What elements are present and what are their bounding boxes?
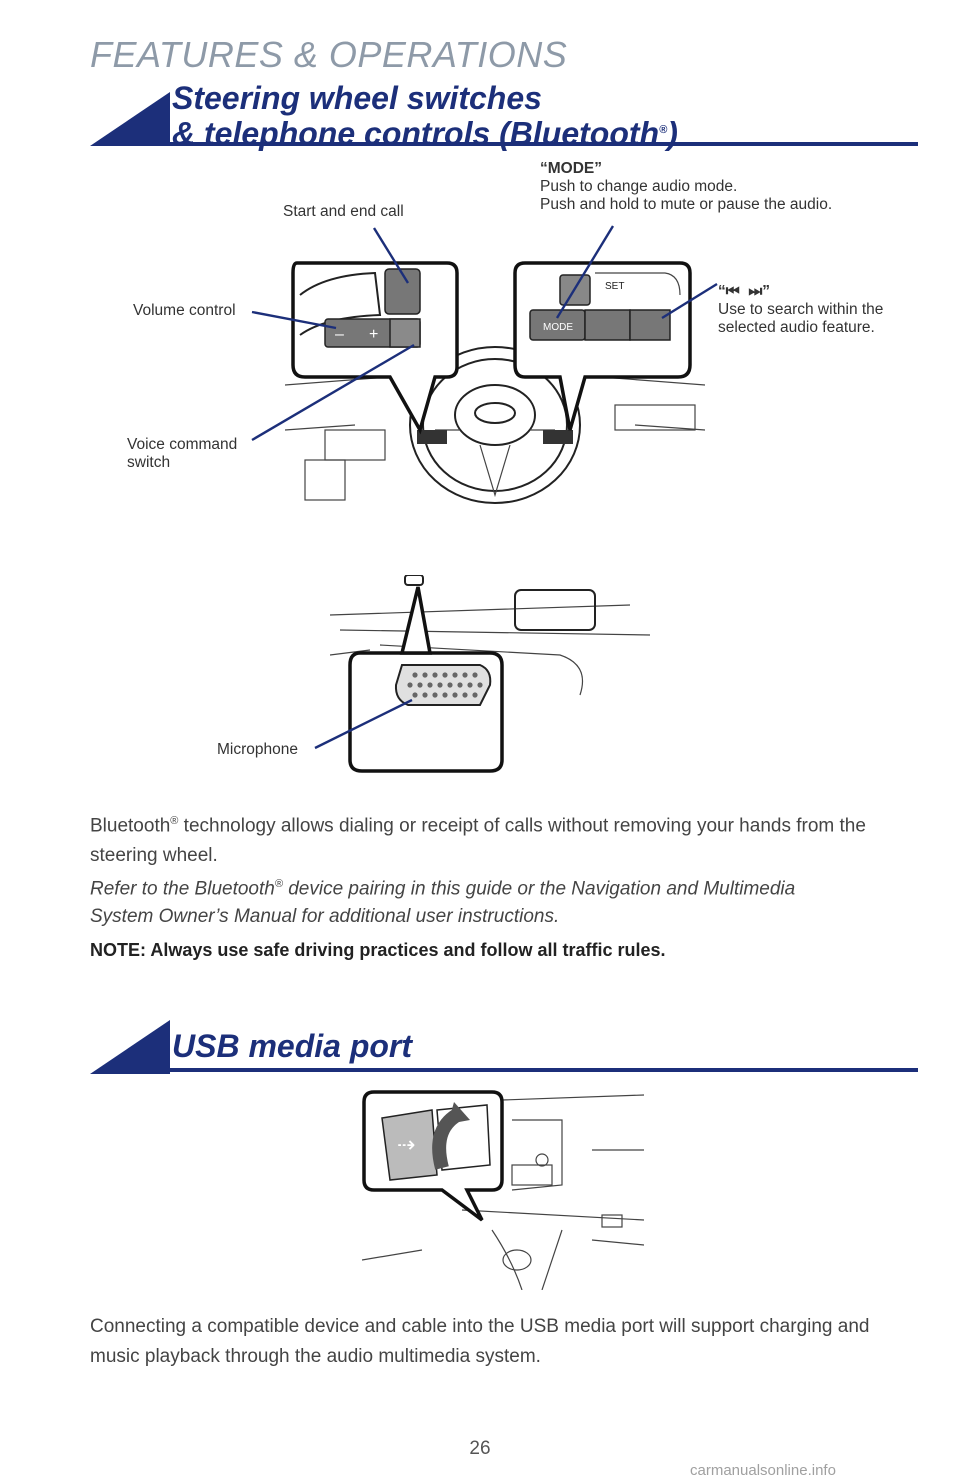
volume-control-callout: Volume control [133,302,236,319]
microphone-illustration [330,575,651,773]
heading-rule-steering [150,142,918,146]
seek-callout-line2: selected audio feature. [718,319,875,336]
seek-back-icon: ⏮ [725,283,740,300]
seek-callout-line1: Use to search within the [718,301,884,318]
bluetooth-paragraph: Bluetooth® technology allows dialing or … [90,815,866,867]
usb-port-illustration: ⇢ [362,1090,644,1290]
mode-callout: “MODE” Push to change audio mode. Push a… [540,160,900,214]
voice-command-line1: Voice command [127,436,238,453]
page-number: 26 [469,1438,491,1459]
mode-callout-line2: Push and hold to mute or pause the audio… [540,196,833,213]
mode-switch-label: MODE [543,322,573,333]
voice-command-line2: switch [127,454,171,471]
seek-forward-icon: ⏭ [748,283,763,300]
watermark: carmanualsonline.info [690,1462,836,1479]
steering-heading: Steering wheel switches & telephone cont… [172,82,678,150]
heading-rule-usb [150,1068,918,1072]
usb-icon: ⇢ [397,1133,415,1158]
mode-callout-line1: Push to change audio mode. [540,178,738,195]
volume-plus-label: + [369,326,378,343]
start-end-call-callout: Start and end call [283,203,404,220]
seek-callout: “⏮ ⏭” Use to search within the selected … [718,283,938,337]
bluetooth-reference-paragraph: Refer to the Bluetooth® device pairing i… [90,878,796,928]
heading-arrow-steering [90,92,170,146]
set-switch-label: SET [605,281,624,292]
usb-heading: USB media port [172,1028,413,1064]
steering-wheel-illustration: – + MODE SET [285,261,705,504]
volume-minus-label: – [335,326,344,343]
mode-callout-title: “MODE” [540,160,602,177]
usb-paragraph: Connecting a compatible device and cable… [90,1316,870,1367]
section-label: FEATURES & OPERATIONS [90,34,568,75]
voice-command-callout: Voice command switch [127,436,237,472]
microphone-leader [314,698,413,750]
steering-heading-line1: Steering wheel switches [172,80,542,116]
steering-leaders [251,225,718,442]
microphone-callout: Microphone [217,741,298,758]
safety-note: NOTE: Always use safe driving practices … [90,940,666,960]
steering-heading-line2: & telephone controls (Bluetooth®) [172,115,678,152]
seek-callout-title: “⏮ ⏭” [718,283,771,300]
heading-arrow-usb [90,1020,170,1074]
